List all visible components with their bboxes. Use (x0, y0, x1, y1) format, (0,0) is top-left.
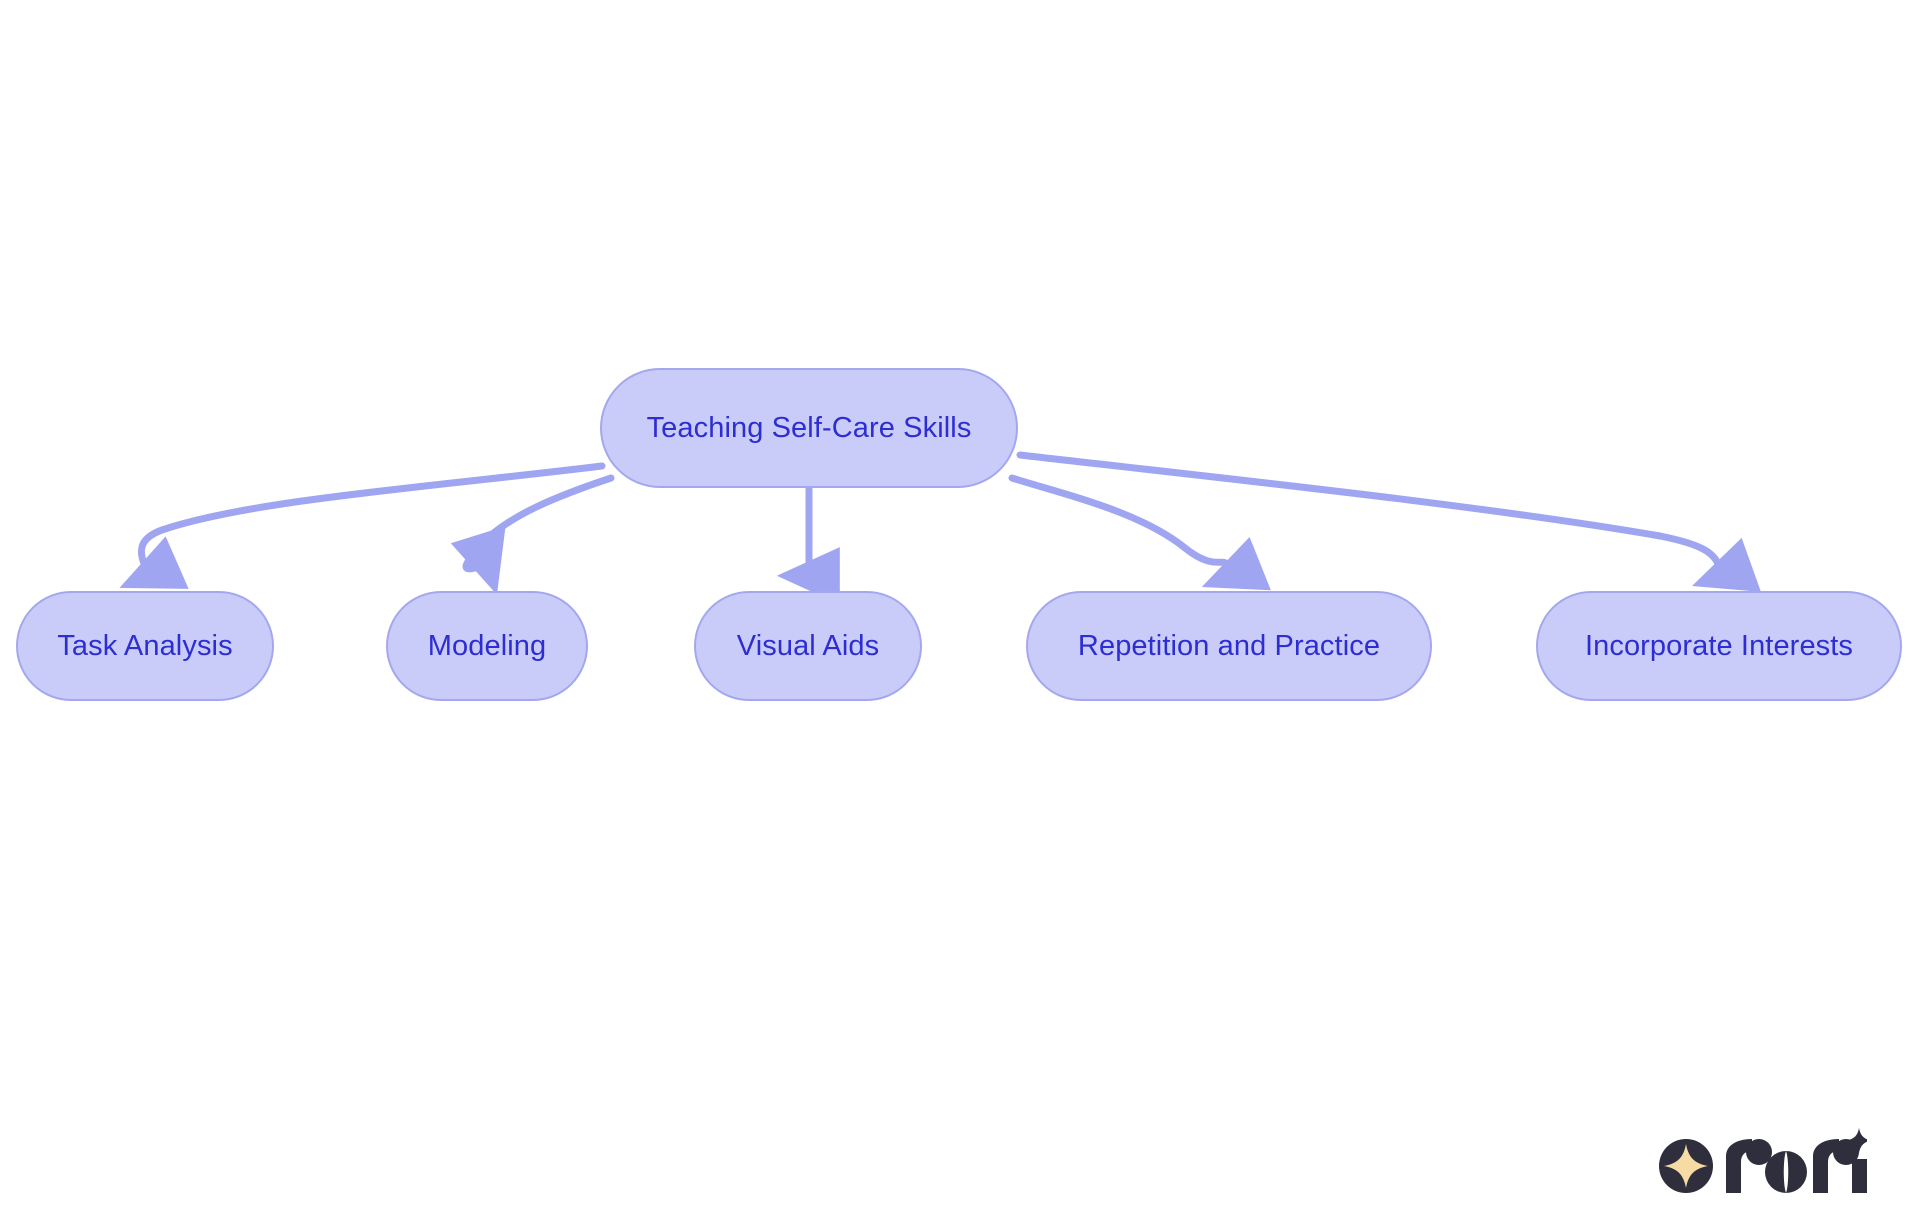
node-task-analysis[interactable]: Task Analysis (16, 591, 274, 701)
node-visual-aids-label: Visual Aids (736, 629, 880, 662)
node-modeling-label: Modeling (427, 629, 547, 662)
edge-root-to-task-analysis (119, 462, 606, 589)
rori-logo (1659, 1128, 1867, 1193)
node-repetition-and-practice-label: Repetition and Practice (1077, 629, 1381, 662)
rori-letter-i (1852, 1159, 1867, 1193)
badge-star-icon (1664, 1144, 1708, 1188)
node-task-analysis-label: Task Analysis (57, 629, 233, 662)
rori-badge-icon (1659, 1139, 1713, 1193)
node-incorporate-interests[interactable]: Incorporate Interests (1536, 591, 1902, 701)
node-repetition-and-practice[interactable]: Repetition and Practice (1026, 591, 1432, 701)
rori-letter-o (1765, 1151, 1807, 1193)
rori-letter-r-2 (1813, 1139, 1859, 1193)
node-visual-aids[interactable]: Visual Aids (694, 591, 922, 701)
node-root[interactable]: Teaching Self-Care Skills (600, 368, 1018, 488)
rori-accent-star-icon (1846, 1128, 1867, 1153)
node-modeling[interactable]: Modeling (386, 591, 588, 701)
rori-letter-r-1 (1726, 1139, 1772, 1193)
edge-root-to-incorporate-interests (1016, 451, 1761, 592)
edge-root-to-repetition-and-practice (1008, 474, 1271, 591)
node-root-label: Teaching Self-Care Skills (646, 411, 972, 444)
edge-root-to-modeling (450, 474, 615, 595)
node-incorporate-interests-label: Incorporate Interests (1584, 629, 1854, 662)
